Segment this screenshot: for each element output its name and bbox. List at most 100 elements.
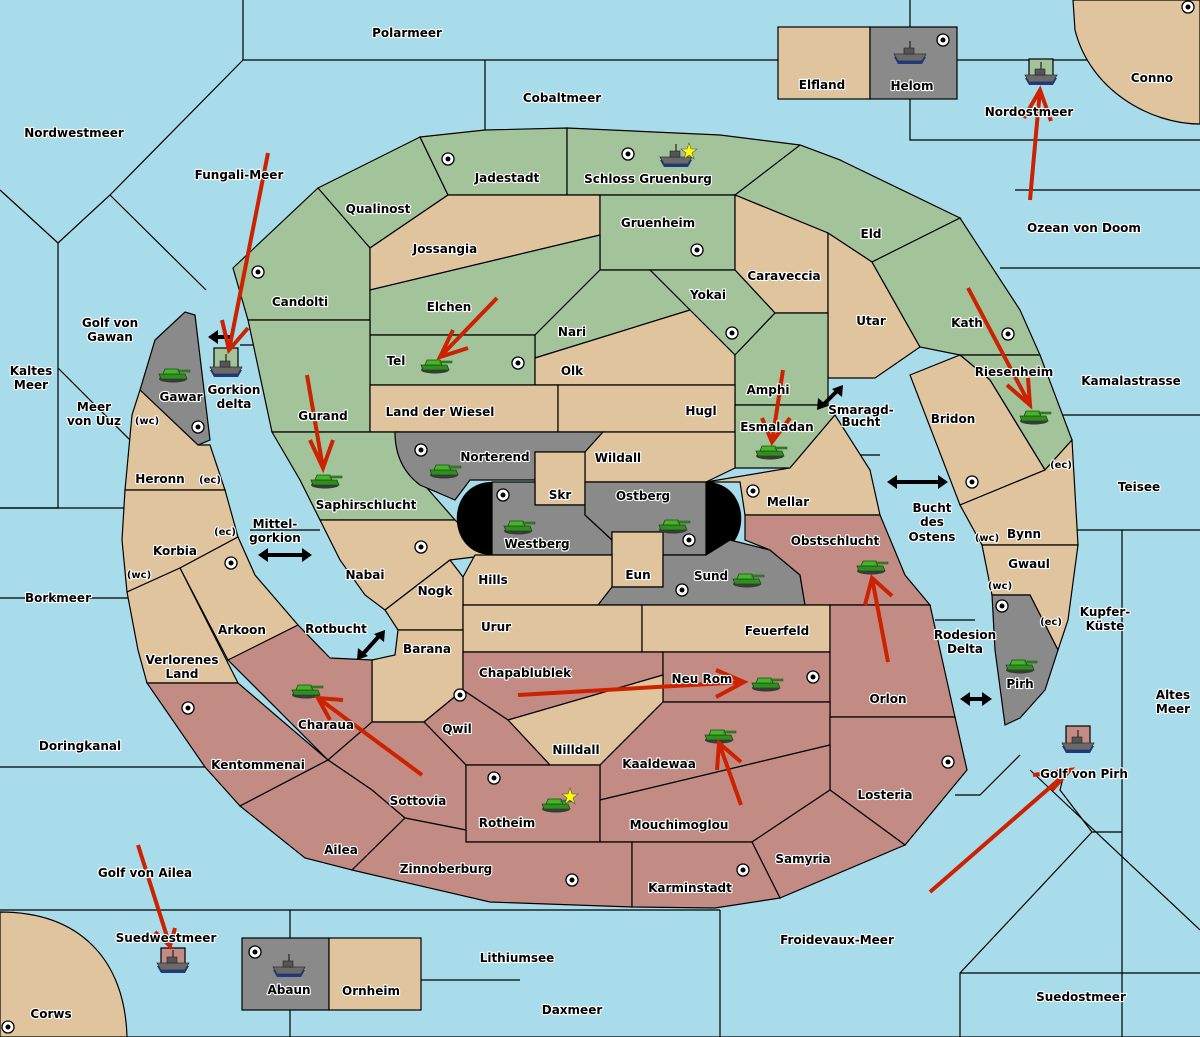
supply-center-marker (224, 556, 238, 570)
supply-center-marker (965, 475, 979, 489)
label-barana: Barana (403, 642, 451, 656)
supply-center-marker (511, 356, 525, 370)
label-schloss-gruenburg: Schloss Gruenburg (584, 172, 712, 186)
supply-center-marker (181, 701, 195, 715)
label-kaaldewaa: Kaaldewaa (622, 757, 696, 771)
label-bucht-des-ostens-3: Ostens (909, 530, 956, 544)
province-skr[interactable] (534, 451, 586, 506)
supply-center-marker (565, 873, 579, 887)
label-nogk: Nogk (418, 584, 454, 598)
label-skr: Skr (549, 488, 572, 502)
label-corws: Corws (30, 1007, 71, 1021)
supply-center-marker (675, 583, 689, 597)
label-fungali-meer: Fungali-Meer (195, 168, 284, 182)
label-ornheim: Ornheim (342, 984, 400, 998)
province-bynn[interactable] (959, 438, 1079, 546)
label-bucht-des-ostens-2: des (920, 515, 944, 529)
province-conno[interactable] (1072, 0, 1200, 125)
label-kaltes-meer-2: Meer (14, 378, 48, 392)
label-candolti: Candolti (272, 295, 328, 309)
coast-label-gwaul-wc: (wc) (988, 581, 1012, 592)
coast-label-gwaul-ec: (ec) (1040, 617, 1062, 628)
province-karminstadt[interactable] (631, 841, 781, 909)
order-arrow (863, 574, 894, 663)
order-arrow (966, 287, 1033, 410)
label-wildall: Wildall (595, 451, 641, 465)
label-pirh: Pirh (1006, 677, 1033, 691)
label-mellar: Mellar (767, 495, 809, 509)
label-sund: Sund (694, 569, 728, 583)
supply-center-marker (441, 152, 455, 166)
supply-center-marker (736, 863, 750, 877)
label-mouchimoglou: Mouchimoglou (630, 818, 729, 832)
order-arrow (760, 369, 792, 446)
label-tel: Tel (387, 354, 406, 368)
label-hills: Hills (478, 573, 508, 587)
supply-center-marker (251, 265, 265, 279)
label-abaun: Abaun (267, 983, 310, 997)
label-smaragd-bucht: Smaragd- (828, 403, 893, 417)
label-zinnoberburg: Zinnoberburg (400, 862, 492, 876)
label-caraveccia: Caraveccia (747, 269, 820, 283)
supply-center-marker (690, 243, 704, 257)
label-teisee: Teisee (1118, 480, 1160, 494)
canal-arrow-smaragd (821, 388, 840, 407)
province-elfland[interactable] (777, 26, 871, 100)
supply-center-marker (806, 670, 820, 684)
label-qualinost: Qualinost (346, 202, 411, 216)
home-star-icon (561, 787, 579, 805)
label-nilldall: Nilldall (552, 743, 599, 757)
supply-center-marker (936, 33, 950, 47)
label-nabai: Nabai (346, 568, 385, 582)
label-qwil: Qwil (442, 722, 472, 736)
label-arkoon: Arkoon (218, 623, 266, 637)
supply-center-marker (682, 533, 696, 547)
label-helom: Helom (890, 79, 933, 93)
province-bridon[interactable] (909, 354, 1046, 506)
label-saphirschlucht: Saphirschlucht (316, 498, 417, 512)
label-olk: Olk (561, 364, 584, 378)
home-star-icon (680, 142, 698, 160)
supply-center-marker (1181, 0, 1195, 14)
label-kupfer-kueste-2: Küste (1086, 619, 1125, 633)
label-samyria: Samyria (775, 852, 830, 866)
label-bucht-des-ostens: Bucht (912, 501, 951, 515)
coast-label-gawar-wc: (wc) (135, 416, 159, 427)
label-altes-meer: Altes (1156, 688, 1190, 702)
label-esmaladan: Esmaladan (740, 420, 813, 434)
order-arrow (220, 152, 270, 355)
province-zinnoberburg[interactable] (350, 817, 633, 908)
label-mittelgorkion: Mittel- (253, 517, 298, 531)
label-doringkanal: Doringkanal (39, 739, 121, 753)
label-urur: Urur (481, 620, 511, 634)
label-jadestadt: Jadestadt (474, 171, 540, 185)
label-utar: Utar (856, 314, 886, 328)
label-kath: Kath (951, 316, 983, 330)
label-land-der-wiesel: Land der Wiesel (386, 405, 495, 419)
province-labels: Elfland Helom Conno Jadestadt Schloss Gr… (29, 70, 1174, 1022)
province-rotheim[interactable] (465, 764, 601, 843)
label-meer-von-uuz: Meer (77, 400, 111, 414)
province-nogk[interactable] (384, 559, 464, 631)
province-ornheim[interactable] (328, 937, 422, 1011)
coast-label-heronn-ec: (ec) (199, 475, 221, 486)
coast-label-korbia-wc: (wc) (127, 570, 151, 581)
label-daxmeer: Daxmeer (542, 1003, 603, 1017)
supply-center-marker (725, 326, 739, 340)
label-smaragd-bucht-2: Bucht (841, 415, 880, 429)
label-westberg: Westberg (504, 537, 569, 551)
ostberg-cap (706, 482, 742, 555)
supply-center-marker (191, 420, 205, 434)
label-golf-von-gawan-2: Gawan (87, 330, 133, 344)
order-arrow (517, 668, 749, 699)
province-gruenheim[interactable] (599, 194, 736, 271)
supply-center-marker (995, 599, 1009, 613)
label-kamalastrasse: Kamalastrasse (1081, 374, 1181, 388)
label-cobaltmeer: Cobaltmeer (523, 91, 601, 105)
label-korbia: Korbia (153, 544, 197, 558)
province-corws[interactable] (0, 911, 128, 1037)
label-gwaul: Gwaul (1008, 557, 1050, 571)
label-altes-meer-2: Meer (1156, 702, 1190, 716)
label-ailea: Ailea (324, 843, 358, 857)
